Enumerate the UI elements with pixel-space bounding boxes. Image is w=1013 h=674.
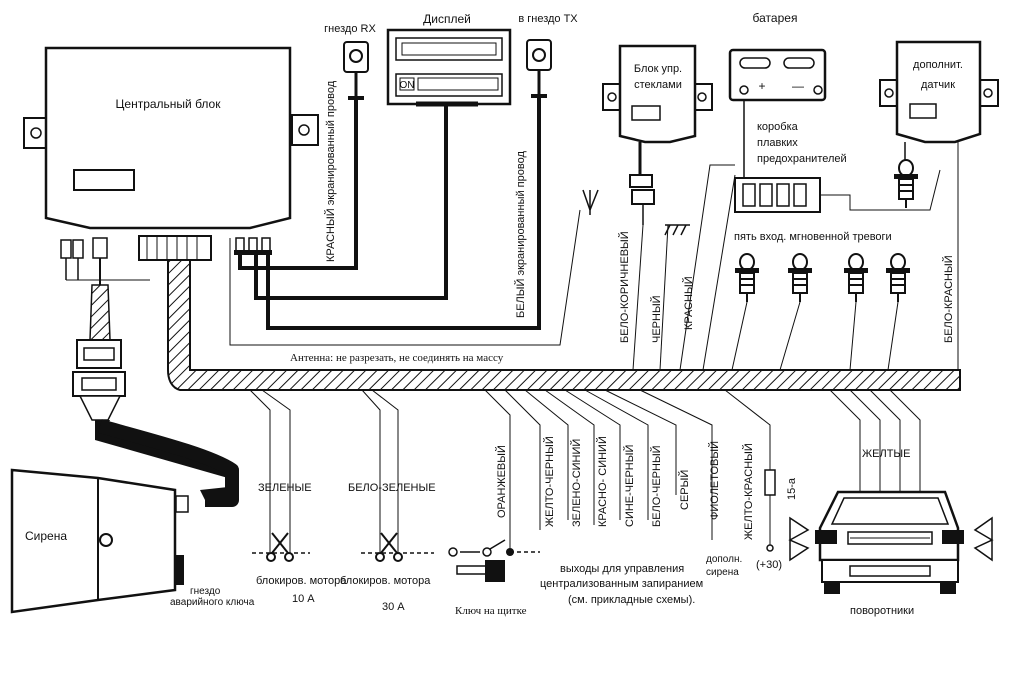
- alarm-input-lamp-icon: [734, 253, 760, 303]
- siren-label: Сирена: [25, 529, 67, 543]
- locking-label-3: (см. прикладные схемы).: [568, 594, 695, 606]
- alarm-input-lamp-icon: [843, 253, 869, 303]
- antenna-icon: [582, 189, 599, 215]
- locking-label-1: выходы для управления: [560, 563, 684, 575]
- window-block-label-1: Блок упр.: [634, 63, 682, 75]
- blue-black-label: СИНЕ-ЧЕРНЫЙ: [623, 445, 636, 527]
- extra-siren-label-1: дополн.: [706, 554, 742, 565]
- antenna-note: Антенна: не разрезать, не соединять на м…: [290, 352, 504, 364]
- ground-icon: [659, 224, 690, 371]
- white-brown-label: БЕЛО-КОРИЧНЕВЫЙ: [618, 231, 631, 343]
- battery-minus: —: [792, 79, 804, 93]
- motor-block-amp-2: 30 А: [382, 601, 405, 613]
- alarm-input-lamp-icon: [885, 253, 911, 303]
- alarm-input-lamp-icon: [787, 253, 813, 303]
- extra-siren-label-2: сирена: [706, 567, 739, 578]
- fuse-15a-label: 15-а: [786, 477, 798, 500]
- red-shielded-label: КРАСНЫЙ экранированный провод: [324, 80, 337, 262]
- battery-plus: +: [758, 79, 765, 93]
- display-unit: Дисплей ON: [386, 12, 512, 107]
- dash-key-label: Ключ на щитке: [455, 605, 527, 617]
- motor-block-label-2: блокиров. мотора: [340, 575, 431, 587]
- shielded-wires: [229, 96, 581, 346]
- window-block-label-2: стеклами: [634, 79, 682, 91]
- fuse-box-label-1: коробка: [757, 121, 799, 133]
- battery-label: батарея: [753, 11, 798, 25]
- switch-sensor-icon: [448, 539, 540, 557]
- extra-sensor: дополнит. датчик: [879, 40, 999, 370]
- extra-sensor-label-2: датчик: [921, 79, 955, 91]
- white-red-label: БЕЛО-КРАСНЫЙ: [942, 255, 955, 343]
- central-block-connectors: [60, 235, 272, 285]
- instant-alarm-label: пять вход. мгновенной тревоги: [734, 231, 892, 243]
- red-label: КРАСНЫЙ: [682, 276, 695, 330]
- scissors-icon: [361, 532, 434, 562]
- violet-label: ФИОЛЕТОВЫЙ: [708, 441, 721, 520]
- white-green-label: БЕЛО-ЗЕЛЕНЫЕ: [348, 482, 436, 494]
- siren: Сирена гнездо аварийного ключа: [10, 468, 255, 614]
- rx-label: гнездо RX: [324, 23, 376, 35]
- yellow-black-label: ЖЕЛТО-ЧЕРНЫЙ: [543, 436, 556, 527]
- tx-label: в гнездо TX: [518, 13, 578, 25]
- display-badge: ON: [400, 80, 415, 91]
- battery: батарея + —: [728, 11, 827, 178]
- extra-sensor-label-1: дополнит.: [913, 59, 963, 71]
- alarm-input-sensors: [702, 174, 911, 371]
- central-block: Центральный блок: [23, 46, 319, 230]
- fuse-box: коробка плавких предохранителей: [734, 121, 941, 213]
- locking-label-2: централизованным запиранием: [540, 578, 703, 590]
- key-icon: [456, 560, 505, 582]
- scissors-icon: [252, 532, 310, 562]
- orange-label: ОРАНЖЕВЫЙ: [495, 445, 508, 518]
- central-block-label: Центральный блок: [116, 97, 222, 111]
- tx-socket: в гнездо TX: [518, 13, 578, 98]
- grey-label: СЕРЫЙ: [678, 470, 691, 510]
- extra-sensor-lamp-icon: [893, 159, 919, 209]
- motor-block-label-1: блокиров. мотора: [256, 575, 347, 587]
- main-harness: [167, 259, 961, 391]
- white-black-label: БЕЛО-ЧЕРНЫЙ: [650, 445, 663, 527]
- siren-harness: [72, 284, 239, 513]
- green-label: ЗЕЛЕНЫЕ: [258, 482, 312, 494]
- emergency-key-label-2: аварийного ключа: [170, 597, 255, 608]
- plus30-label: (+30): [756, 559, 782, 571]
- yellow-red-label: ЖЕЛТО-КРАСНЫЙ: [742, 443, 755, 540]
- output-wires: [249, 389, 921, 552]
- motor-block-amp-1: 10 А: [292, 593, 315, 605]
- black-label: ЧЕРНЫЙ: [650, 295, 663, 343]
- yellow-label: ЖЕЛТЫЕ: [862, 448, 911, 460]
- fuse-box-label-2: плавких: [757, 137, 798, 149]
- emergency-key-label-1: гнездо: [190, 586, 221, 597]
- display-label: Дисплей: [423, 12, 471, 26]
- white-shielded-label: БЕЛЫЙ экранированный провод: [514, 151, 527, 318]
- window-control-block: Блок упр. стеклами: [602, 44, 713, 371]
- fuse-box-label-3: предохранителей: [757, 153, 847, 165]
- car-front-icon: [788, 490, 994, 594]
- turn-signals-label: поворотники: [850, 605, 914, 617]
- red-blue-label: КРАСНО- СИНИЙ: [596, 436, 609, 527]
- green-blue-label: ЗЕЛЕНО-СИНИЙ: [570, 439, 583, 527]
